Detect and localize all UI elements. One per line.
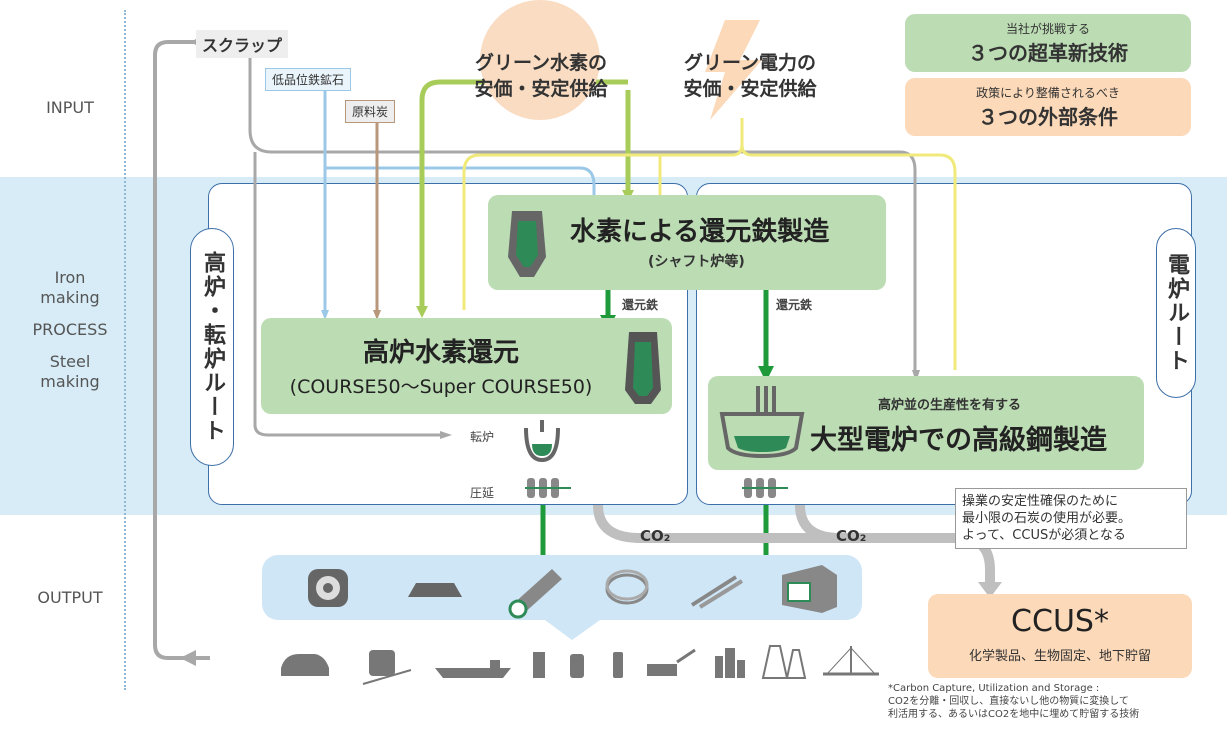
shaft-furnace-icon bbox=[508, 211, 546, 277]
scrap-to-converter-line bbox=[253, 152, 440, 437]
scrap-converter-arrow bbox=[440, 431, 452, 439]
stage-divider-line bbox=[124, 10, 126, 690]
pipe-icon bbox=[508, 569, 562, 619]
lightning-icon bbox=[705, 20, 762, 120]
co2-line-eaf bbox=[795, 504, 841, 543]
coil-icon bbox=[308, 569, 348, 607]
reduced-iron-arrow-2-head bbox=[758, 366, 774, 382]
rolling-mill-icon bbox=[525, 478, 571, 498]
bf-route-label: 高炉・転炉ルート bbox=[200, 251, 225, 443]
reduced-iron-label-1: 還元鉄 bbox=[622, 298, 659, 312]
legend-condition-box: 政策により整備されるべき ３つの外部条件 bbox=[905, 78, 1191, 136]
making-label-2: making bbox=[40, 372, 100, 391]
converter-label: 転炉 bbox=[470, 430, 495, 444]
process-label: PROCESS bbox=[32, 320, 108, 339]
green-h2-line2: 安価・安定供給 bbox=[474, 78, 608, 100]
co2-label-2: CO₂ bbox=[836, 527, 867, 545]
products-panel bbox=[262, 555, 862, 620]
eaf-small-title: 高炉並の生産性を有する bbox=[878, 398, 1022, 413]
h2-dri-title: 水素による還元鉄製造 bbox=[570, 217, 830, 247]
h2-bf-arrow bbox=[416, 306, 428, 318]
legend-cond-big: ３つの外部条件 bbox=[978, 105, 1118, 129]
plate-icon bbox=[408, 583, 462, 597]
ore-to-dri-line bbox=[325, 166, 596, 196]
excavator-icon bbox=[647, 648, 696, 676]
co2-line-bf bbox=[593, 504, 995, 588]
green-power-line2: 安価・安定供給 bbox=[683, 78, 817, 100]
scrap-to-eaf-line bbox=[248, 52, 917, 370]
ship-icon bbox=[435, 660, 511, 678]
coking-coal-label: 原料炭 bbox=[345, 100, 396, 123]
applications-row bbox=[281, 645, 879, 685]
footnote-line1: *Carbon Capture, Utilization and Storage… bbox=[888, 683, 1100, 694]
legend-tech-small: 当社が挑戦する bbox=[1005, 22, 1090, 36]
scrap-label: スクラップ bbox=[196, 30, 289, 58]
stage-output-label: OUTPUT bbox=[37, 588, 103, 607]
making-label: making bbox=[40, 288, 100, 307]
green-power-line1: グリーン電力の bbox=[683, 52, 817, 74]
electric-furnace-icon bbox=[719, 386, 805, 458]
rolling-label: 圧延 bbox=[470, 486, 495, 500]
green-power-supply: グリーン電力の 安価・安定供給 bbox=[660, 50, 840, 102]
can-icon bbox=[570, 654, 584, 678]
train-icon bbox=[362, 650, 412, 685]
h2-supply-circle bbox=[480, 0, 600, 120]
low-grade-ore-label: 低品位鉄鉱石 bbox=[265, 68, 352, 91]
footnote-line2: CO2を分離・回収し、直接ないし他の物質に変換して bbox=[888, 696, 1129, 707]
blast-furnace-icon bbox=[625, 332, 661, 404]
co2-arrow-head bbox=[978, 582, 1002, 598]
iron-label: Iron bbox=[54, 268, 86, 287]
battery-icon bbox=[613, 652, 623, 678]
eaf-box: 高炉並の生産性を有する 大型電炉での高級鋼製造 bbox=[708, 376, 1144, 470]
coal-arrow bbox=[373, 310, 381, 320]
steel-label: Steel bbox=[49, 352, 91, 371]
ccus-box: CCUS* 化学製品、生物固定、地下貯留 bbox=[928, 594, 1192, 678]
ccus-note-box: 操業の安定性確保のために 最小限の石炭の使用が必要。 よって、CCUSが必須とな… bbox=[955, 488, 1187, 549]
note-line3: よって、CCUSが必須となる bbox=[962, 528, 1126, 543]
green-h2-line1: グリーン水素の bbox=[474, 52, 608, 74]
bf-route-pill: 高炉・転炉ルート bbox=[190, 228, 234, 466]
footnote-line3: 利活用する、あるいはCO2を地中に埋めて貯留する技術 bbox=[888, 709, 1140, 720]
co2-label-1: CO₂ bbox=[640, 527, 671, 545]
bf-h2-title: 高炉水素還元 bbox=[362, 338, 519, 368]
car-icon bbox=[281, 654, 329, 676]
converter-icon bbox=[524, 420, 560, 463]
ccus-title: CCUS* bbox=[1011, 604, 1109, 639]
power-tower-icon bbox=[761, 645, 807, 679]
recycle-arrow-head bbox=[180, 650, 196, 666]
legend-cond-small: 政策により整備されるべき bbox=[976, 86, 1120, 100]
reduced-iron-label-2: 還元鉄 bbox=[776, 298, 813, 312]
power-line-eaf bbox=[740, 144, 957, 370]
stage-process-label: Iron making PROCESS Steel making bbox=[20, 268, 120, 392]
buildings-icon bbox=[715, 648, 745, 678]
h2-line-bf bbox=[419, 79, 628, 310]
note-line1: 操業の安定性確保のために bbox=[962, 494, 1119, 509]
ccus-subtitle: 化学製品、生物固定、地下貯留 bbox=[968, 649, 1151, 664]
rolling-mill-icon-2 bbox=[742, 478, 788, 498]
scrap-recycle-line bbox=[153, 40, 245, 660]
ore-arrow bbox=[321, 310, 329, 320]
bf-h2-reduction-box: 高炉水素還元 (COURSE50〜Super COURSE50) bbox=[261, 318, 672, 414]
bridge-icon bbox=[823, 646, 879, 676]
eaf-route-label: 電炉ルート bbox=[1164, 253, 1189, 373]
eaf-title: 大型電炉での高級鋼製造 bbox=[810, 425, 1107, 456]
h2-dri-subtitle: (シャフト炉等) bbox=[648, 254, 745, 270]
note-line2: 最小限の石炭の使用が必要。 bbox=[962, 511, 1132, 526]
legend-tech-big: ３つの超革新技術 bbox=[968, 41, 1128, 65]
stage-input-label: INPUT bbox=[46, 98, 94, 117]
legend-tech-box: 当社が挑戦する ３つの超革新技術 bbox=[905, 14, 1191, 72]
bars-icon bbox=[690, 575, 744, 609]
bf-h2-subtitle: (COURSE50〜Super COURSE50) bbox=[289, 376, 593, 398]
green-h2-supply: グリーン水素の 安価・安定供給 bbox=[446, 50, 636, 102]
eaf-route-pill: 電炉ルート bbox=[1156, 228, 1196, 398]
output-pointer bbox=[545, 620, 600, 640]
wire-coil-icon bbox=[605, 569, 649, 605]
ccus-footnote: *Carbon Capture, Utilization and Storage… bbox=[888, 682, 1224, 721]
h-beam-icon bbox=[782, 565, 837, 613]
building-block-icon bbox=[533, 652, 545, 678]
h2-dri-box: 水素による還元鉄製造 (シャフト炉等) bbox=[488, 195, 886, 290]
